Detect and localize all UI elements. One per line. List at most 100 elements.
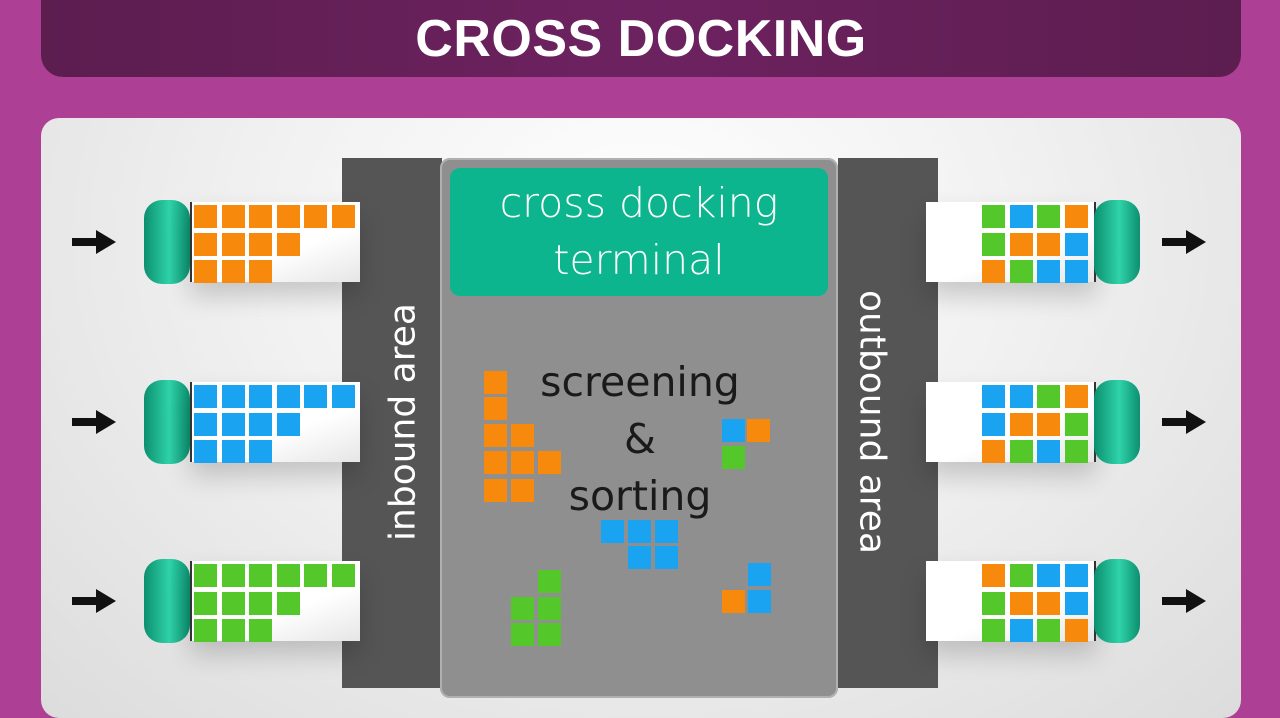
cargo-box [249,440,272,463]
cargo-box [1009,385,1033,408]
terminal-header: cross docking terminal [450,168,828,296]
cargo-box [982,385,1005,408]
arrow-right-icon [72,230,116,254]
cargo-box [194,260,217,283]
cargo-box [1037,564,1060,587]
cargo-box [194,412,217,436]
arrow-right-icon [72,589,116,613]
cargo-box [221,591,245,615]
inbound-truck [144,200,364,284]
cargo-box [628,546,651,569]
sorting-line2: & [624,415,656,463]
cargo-box [1037,619,1060,642]
cargo-box [249,385,272,408]
cargo-box [747,419,770,442]
cargo-box [221,619,245,642]
cargo-box [1009,232,1033,256]
arrow-right-icon [1162,410,1206,434]
cargo-box [722,419,745,442]
cargo-box [1064,260,1088,283]
terminal-title-line2: terminal [553,236,725,284]
arrow-right-icon [1162,589,1206,613]
cargo-box [982,412,1005,436]
cargo-box [511,451,534,474]
cargo-box [249,205,272,228]
cargo-box [722,590,745,613]
cargo-box [982,205,1005,228]
cargo-box [276,564,300,587]
cargo-box [511,479,534,502]
cargo-box [194,564,217,587]
cargo-box [276,232,300,256]
cargo-box [1064,591,1088,615]
cargo-box [538,570,561,593]
cargo-box [194,385,217,408]
cargo-box [982,232,1005,256]
truck-cab [1094,200,1140,284]
cargo-box [249,232,272,256]
cargo-box [484,451,507,474]
sorting-line3: sorting [568,472,712,520]
outbound-truck [920,200,1140,284]
cargo-box [221,564,245,587]
cargo-box [249,564,272,587]
truck-cab [144,559,190,643]
cargo-box [194,591,217,615]
outbound-truck [920,380,1140,464]
cargo-box [1009,591,1033,615]
cargo-box [1064,440,1088,463]
title-bar: CROSS DOCKING [41,0,1241,77]
cargo-box [1037,385,1060,408]
cargo-box [982,564,1005,587]
cargo-box [1037,232,1060,256]
cargo-box [221,440,245,463]
cargo-box [538,623,561,646]
cargo-box [194,232,217,256]
truck-cab [1094,380,1140,464]
cargo-box [601,520,624,543]
cargo-box [221,260,245,283]
cargo-box [655,546,678,569]
cargo-box [1009,412,1033,436]
cargo-box [1064,385,1088,408]
cargo-box [1009,205,1033,228]
cargo-box [655,520,678,543]
arrow-right-icon [72,410,116,434]
cargo-box [1037,260,1060,283]
cargo-box [484,479,507,502]
cargo-box [982,591,1005,615]
cargo-box [628,520,651,543]
cargo-box [249,591,272,615]
cargo-box [982,260,1005,283]
arrow-right-icon [1162,230,1206,254]
cargo-box [538,451,561,474]
cargo-box [304,564,327,587]
cargo-box [194,440,217,463]
cargo-box [538,597,561,620]
cargo-box [1064,232,1088,256]
cargo-box [276,412,300,436]
cargo-box [249,260,272,283]
cargo-box [1064,412,1088,436]
outbound-truck [920,559,1140,643]
cargo-box [194,205,217,228]
outbound-area-band [838,158,938,688]
cargo-box [249,412,272,436]
cargo-box [982,619,1005,642]
cargo-box [511,623,534,646]
truck-cab [1094,559,1140,643]
cargo-box [722,446,745,469]
cargo-box [221,205,245,228]
cargo-box [1037,440,1060,463]
cargo-box [331,385,355,408]
outbound-area-label: outbound area [851,289,893,555]
cargo-box [511,424,534,447]
cargo-box [484,424,507,447]
cargo-box [194,619,217,642]
cargo-box [1009,619,1033,642]
cargo-box [304,205,327,228]
cargo-box [249,619,272,642]
cargo-box [1064,619,1088,642]
cargo-box [1009,440,1033,463]
cargo-box [484,371,507,394]
